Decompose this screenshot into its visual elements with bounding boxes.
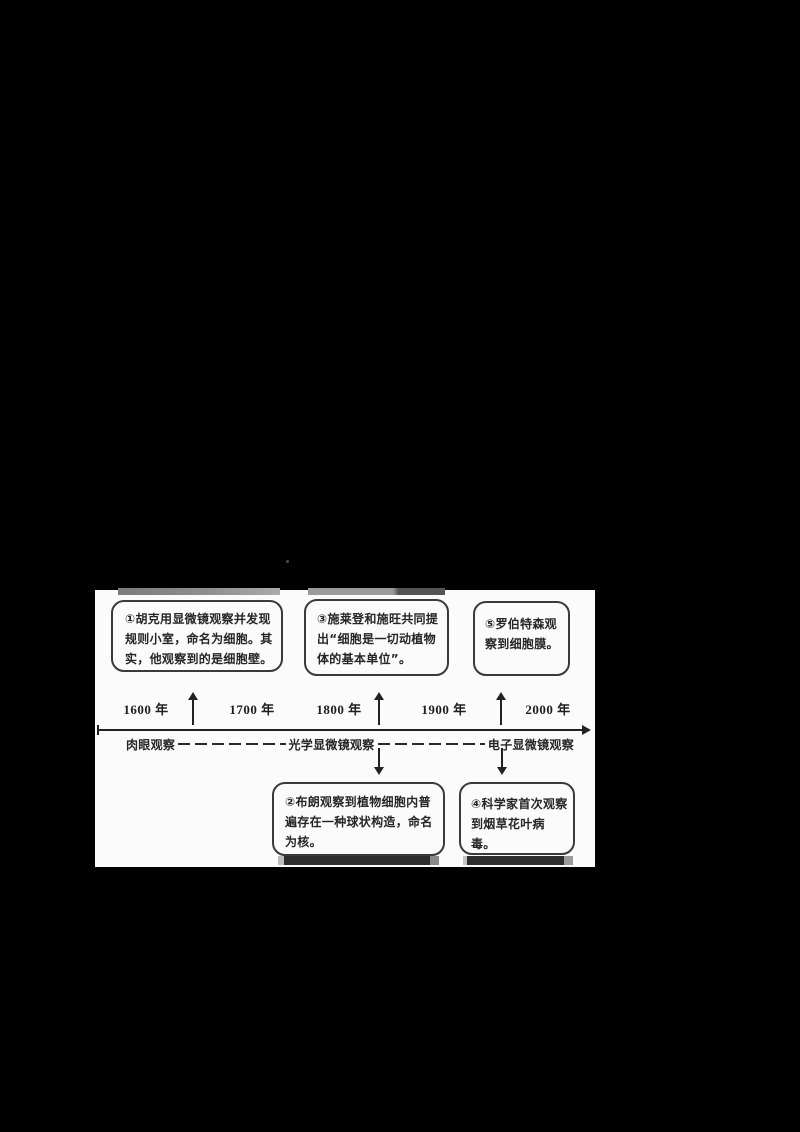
year-label-1800: 1800 年 [316, 702, 362, 717]
event-box-robertson-membrane: ⑤罗伯特森观察到细胞膜。 [473, 601, 570, 676]
scan-artifact-bar [463, 856, 573, 865]
era-label-naked-eye: 肉眼观察 [126, 737, 176, 752]
year-label-1900: 1900 年 [421, 702, 467, 717]
event-text: ③施莱登和施旺共同提出“细胞是一切动植物体的基本单位”。 [317, 612, 439, 666]
scan-artifact-bar [118, 588, 280, 595]
event-box-schleiden-schwann: ③施莱登和施旺共同提出“细胞是一切动植物体的基本单位”。 [304, 599, 449, 676]
arrow-head [497, 767, 507, 775]
timeline-axis [97, 729, 583, 731]
right-arrow-icon [582, 725, 591, 735]
scan-speck [286, 560, 289, 563]
event-text: ④科学家首次观察到烟草花叶病毒。 [471, 797, 568, 851]
year-label-1700: 1700 年 [229, 702, 275, 717]
arrow-head [188, 692, 198, 700]
arrow-shaft [378, 748, 380, 768]
arrow-shaft [192, 699, 194, 725]
event-box-brown-nucleus: ②布朗观察到植物细胞内普遍存在一种球状构造，命名为核。 [272, 782, 445, 856]
event-box-hooke-cell-wall: ①胡克用显微镜观察并发现规则小室，命名为细胞。其实，他观察到的是细胞壁。 [111, 600, 283, 672]
arrow-head [374, 692, 384, 700]
era-label-optical-microscope: 光学显微镜观察 [288, 737, 375, 752]
era-label-electron-microscope: 电子显微镜观察 [487, 737, 575, 752]
arrow-shaft [501, 748, 503, 768]
arrow-shaft [500, 699, 502, 725]
arrow-head [374, 767, 384, 775]
era-labels-row: 肉眼观察 光学显微镜观察 电子显微镜观察 [126, 736, 574, 752]
arrow-head [496, 692, 506, 700]
scan-artifact-bar [278, 856, 439, 865]
scan-artifact-bar [308, 588, 445, 595]
year-label-2000: 2000 年 [525, 702, 571, 717]
year-label-1600: 1600 年 [123, 702, 169, 717]
event-box-tobacco-mosaic-virus: ④科学家首次观察到烟草花叶病毒。 [459, 782, 575, 855]
dashed-connector [178, 743, 286, 745]
arrow-shaft [378, 699, 380, 725]
event-text: ①胡克用显微镜观察并发现规则小室，命名为细胞。其实，他观察到的是细胞壁。 [125, 612, 273, 666]
dashed-connector [377, 743, 485, 745]
event-text: ②布朗观察到植物细胞内普遍存在一种球状构造，命名为核。 [285, 795, 433, 849]
timeline-axis-start-tick [97, 725, 99, 735]
event-text: ⑤罗伯特森观察到细胞膜。 [485, 617, 559, 651]
